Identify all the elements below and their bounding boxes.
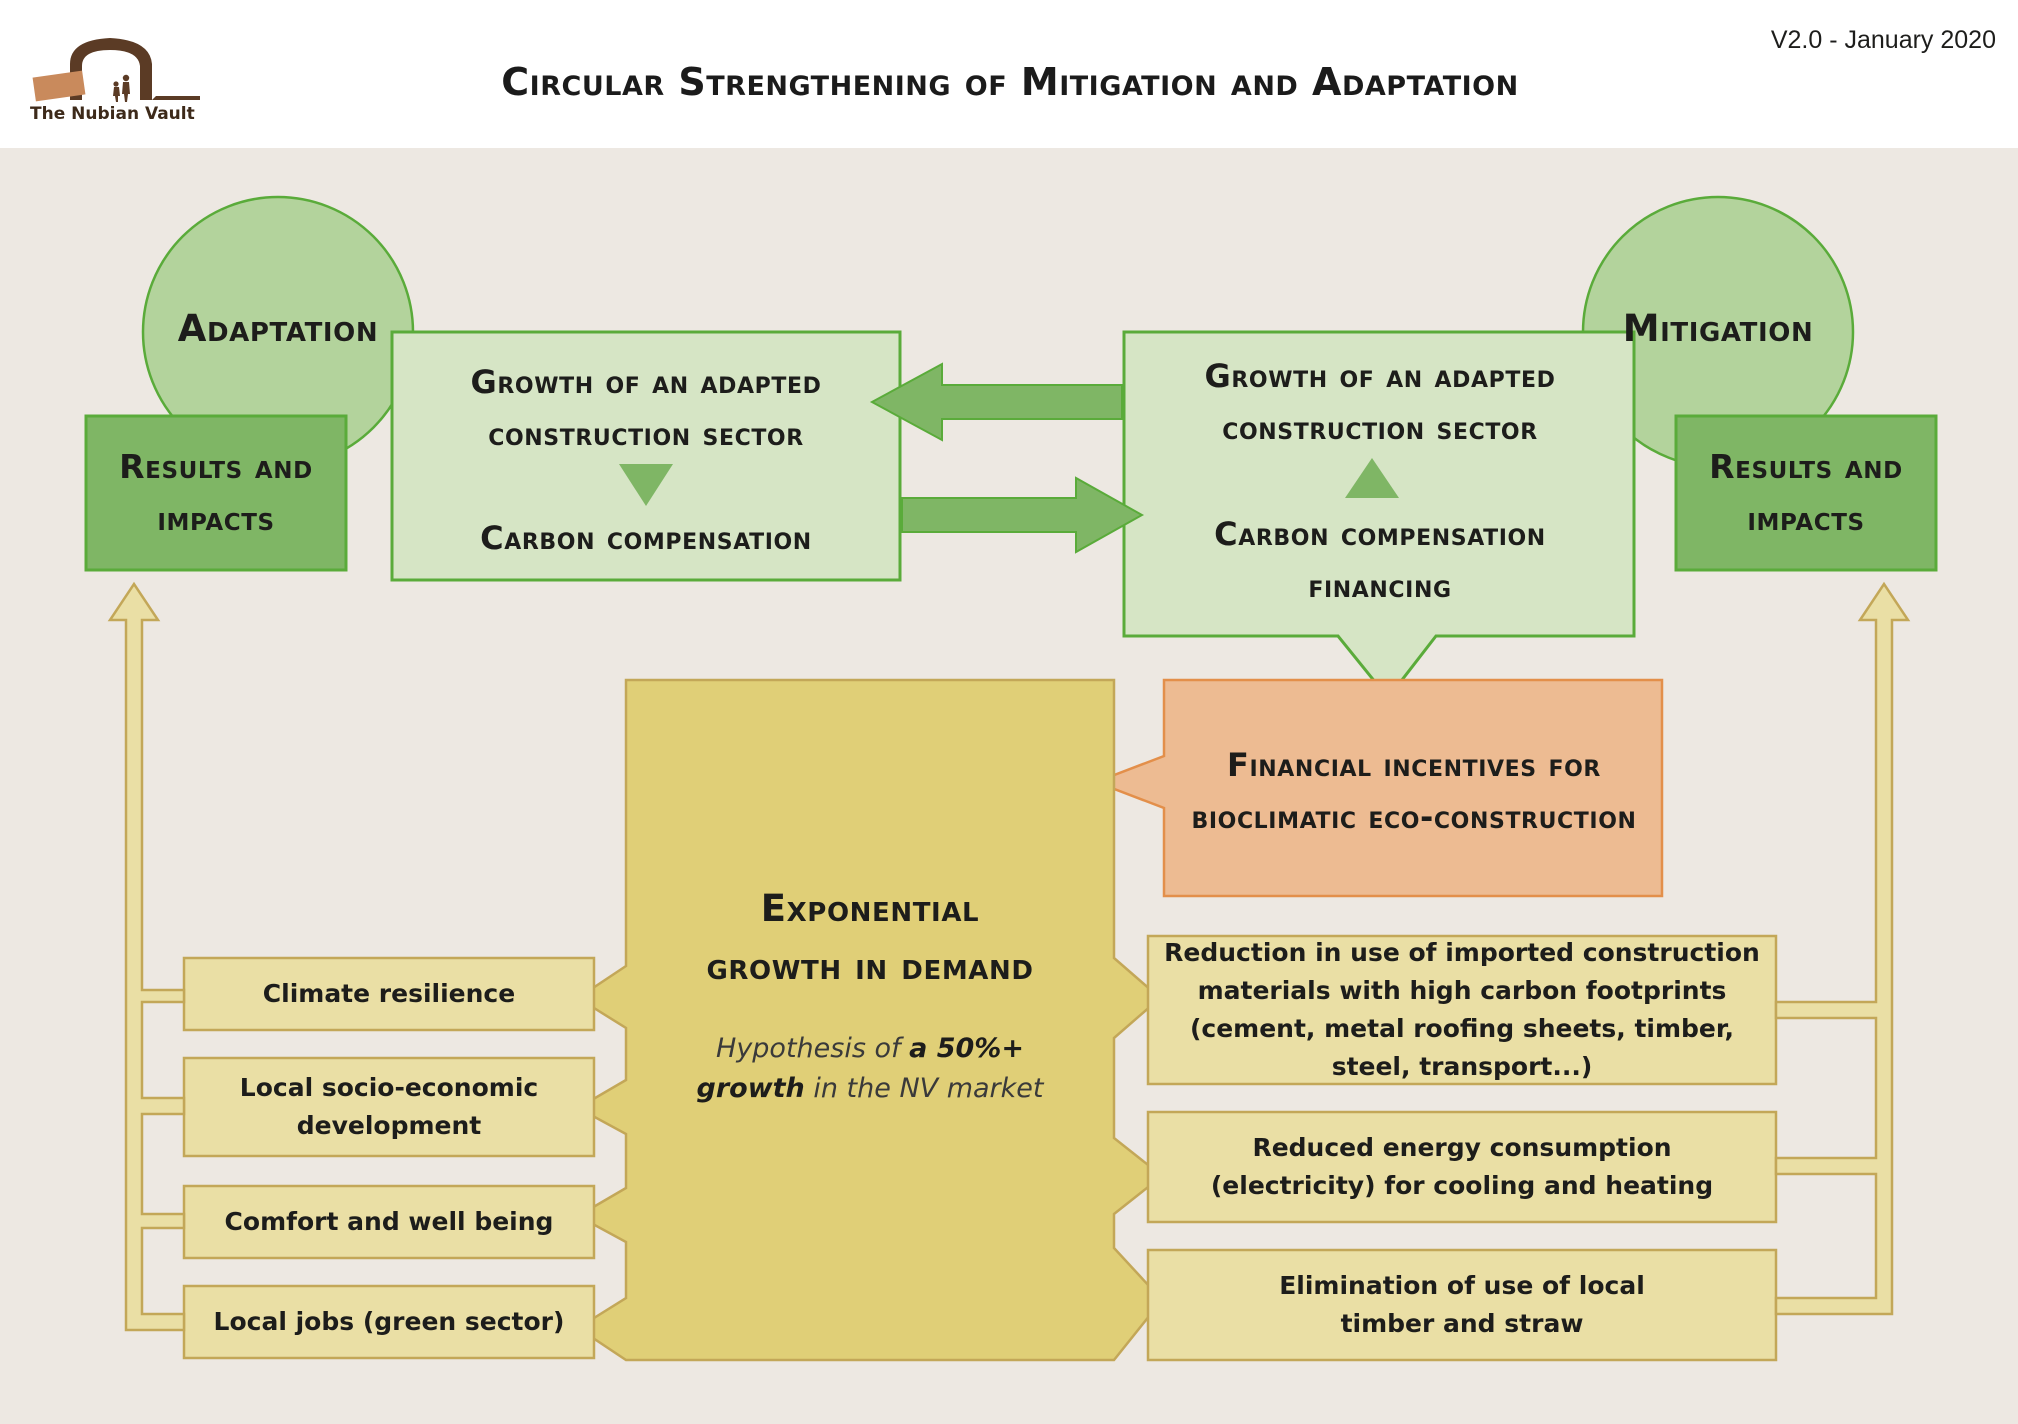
down-triangle-icon [619,464,673,506]
item-box [182,1056,596,1158]
adaptation-item-comfort: Comfort and well being [224,1207,554,1236]
hypothesis-prefix: Hypothesis of [716,1033,901,1064]
right-feedback-arrow [1774,581,1911,1316]
vault-arch-icon [32,38,200,102]
demand-title-line1: Exponential [760,886,980,930]
item-box [1146,1110,1778,1224]
mitigation-item-imported-materials: Reduction in use of imported constructio… [1164,938,1760,1081]
up-triangle-icon [1345,458,1399,498]
hypothesis-bold: a 50%+ growth [696,1033,1024,1104]
logo-name: The Nubian Vault [30,104,195,124]
arrow-right [901,476,1145,554]
adaptation-item-socio-economic: Local socio-economic development [239,1073,539,1140]
incentives-label: Financial incentives for bioclimatic eco… [1191,746,1637,836]
demand-hypothesis: Hypothesis of a 50%+ growth in the NV ma… [666,1026,1074,1112]
nubian-vault-logo: The Nubian Vault [30,34,210,130]
left-growth-label: Growth of an adapted construction sector [470,363,822,453]
demand-title-line2: growth in demand [706,944,1034,988]
left-growth-box [390,330,902,582]
adaptation-item-climate: Climate resilience [262,979,516,1008]
mitigation-item-energy: Reduced energy consumption (electricity)… [1210,1133,1714,1200]
page-title: Circular Strengthening of Mitigation and… [501,60,1519,104]
header: The Nubian Vault Circular Strengthening … [0,0,2018,148]
item-box [1146,1248,1778,1362]
mitigation-item-timber-straw: Elimination of use of local timber and s… [1279,1271,1645,1338]
mitigation-label: Mitigation [1622,306,1814,350]
left-carbon-label: Carbon compensation [480,519,812,557]
version-label: V2.0 - January 2020 [1770,26,1996,54]
arrow-left [869,362,1123,442]
incentives-callout [1092,678,1664,898]
left-results-label: Results and impacts [119,447,313,538]
right-results-label: Results and impacts [1709,447,1903,538]
hypothesis-suffix: in the NV market [813,1073,1044,1104]
left-feedback-arrow [107,581,186,1332]
right-results-box [1674,414,1938,572]
left-results-box [84,414,348,572]
item-box [182,956,596,1032]
item-box [182,1184,596,1260]
item-box [1146,934,1778,1086]
right-growth-label: Growth of an adapted construction sector [1204,357,1556,447]
right-growth-callout [1122,330,1636,701]
item-box [182,1284,596,1360]
adaptation-label: Adaptation [177,306,379,350]
right-carbon-label: Carbon compensation financing [1214,515,1546,605]
demand-shape [575,678,1165,1362]
adaptation-item-jobs: Local jobs (green sector) [213,1307,565,1336]
